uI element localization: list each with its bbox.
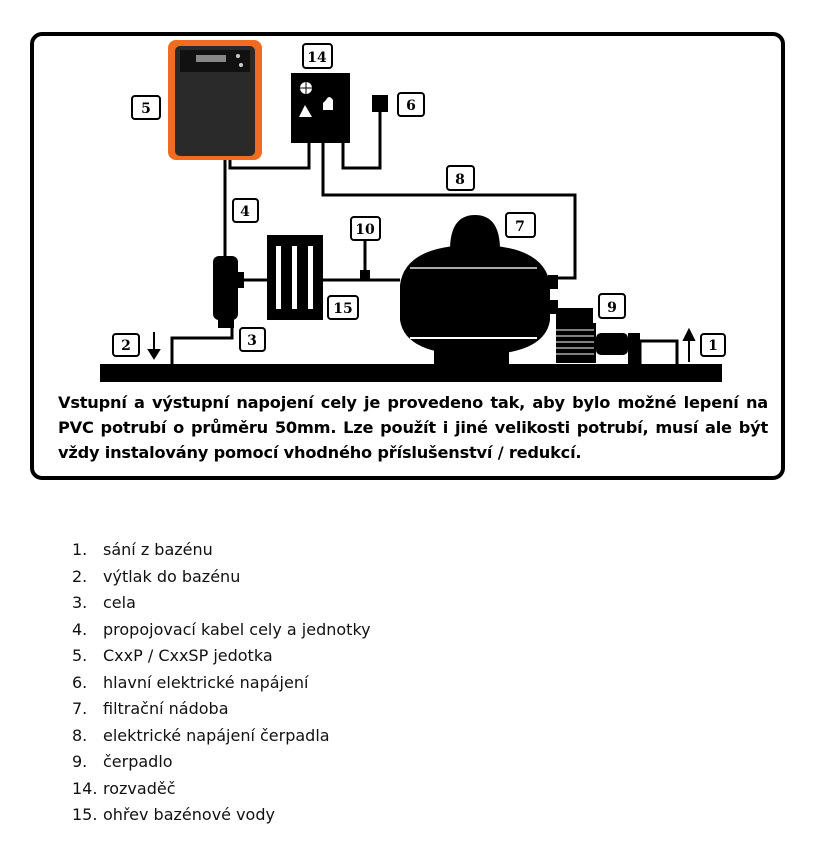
callout-8: 8 [446, 165, 475, 191]
callout-4: 4 [232, 198, 259, 223]
callout-9: 9 [598, 293, 626, 319]
list-item: 14.rozvaděč [72, 776, 371, 803]
callout-10: 10 [350, 216, 381, 241]
list-item: 5. CxxP / CxxSP jedotka [72, 643, 371, 670]
legend-list: 1. sání z bazénu 2. výtlak do bazénu 3. cel… [72, 537, 371, 829]
callout-14: 14 [302, 43, 333, 69]
svg-text:5: 5 [141, 101, 151, 117]
svg-text:2: 2 [121, 338, 131, 354]
item-text: výtlak do bazénu [103, 566, 241, 586]
item-number: 9. [72, 752, 88, 771]
list-item: 3. cela [72, 590, 371, 617]
list-item: 1. sání z bazénu [72, 537, 371, 564]
svg-text:1: 1 [708, 338, 718, 354]
item-number: 4. [72, 619, 88, 639]
filter-7 [400, 215, 558, 365]
svg-text:3: 3 [247, 333, 257, 349]
list-item: 6. hlavní elektrické napájení [72, 670, 371, 697]
svg-text:8: 8 [455, 172, 465, 188]
item-text: ohřev bazénové vody [103, 805, 275, 824]
sensor-10 [360, 270, 370, 280]
cable-8 [321, 142, 577, 280]
item-number: 7. [72, 699, 88, 718]
callout-5: 5 [131, 95, 161, 120]
cell-3 [213, 256, 244, 328]
list-item: 15. ohřev bazénové vody [72, 802, 371, 829]
item-text: rozvaděč [103, 778, 176, 798]
item-text: hlavní elektrické napájení [103, 672, 309, 692]
svg-text:9: 9 [607, 300, 617, 316]
item-number: 3. [72, 593, 88, 612]
svg-text:7: 7 [515, 219, 525, 235]
item-number: 8. [72, 725, 88, 745]
item-number: 14. [72, 778, 98, 798]
callout-6: 6 [397, 92, 425, 117]
item-number: 1. [72, 540, 88, 559]
item-number: 15. [72, 805, 98, 824]
list-item: 9. čerpadlo [72, 749, 371, 776]
item-number: 2. [72, 566, 88, 586]
installation-diagram: 1 2 3 4 5 6 7 8 9 10 14 15 [30, 32, 785, 480]
diagram-frame [30, 32, 785, 480]
list-item: 2. výtlak do bazénu [72, 564, 371, 591]
arrow-down-icon [147, 349, 161, 360]
arrow-up-icon [682, 327, 696, 341]
item-text: propojovací kabel cely a jednotky [103, 619, 371, 639]
ground-line [100, 364, 722, 382]
list-item: 4. propojovací kabel cely a jednotky [72, 617, 371, 644]
svg-text:4: 4 [240, 204, 250, 220]
heater-15 [267, 235, 323, 320]
item-text: filtrační nádoba [103, 699, 229, 718]
svg-text:14: 14 [307, 50, 327, 66]
list-item: 7. filtrační nádoba [72, 696, 371, 723]
callout-7: 7 [505, 212, 536, 238]
power-supply-6 [372, 95, 388, 112]
list-item: 8. elektrické napájení čerpadla [72, 723, 371, 750]
switchboard-14 [291, 73, 350, 143]
pump-9 [556, 308, 640, 365]
item-number: 5. [72, 646, 88, 665]
item-text: čerpadlo [103, 752, 173, 771]
item-text: elektrické napájení čerpadla [103, 725, 330, 745]
item-text: CxxP / CxxSP jedotka [103, 646, 273, 665]
installation-note: Vstupní a výstupní napojení cely je prov… [58, 393, 768, 462]
item-number: 6. [72, 672, 88, 692]
svg-text:15: 15 [333, 301, 352, 317]
svg-text:6: 6 [406, 98, 416, 114]
control-unit-5 [168, 40, 262, 160]
svg-text:10: 10 [355, 222, 375, 238]
callout-2: 2 [112, 333, 140, 357]
callout-1: 1 [700, 333, 726, 357]
callout-3: 3 [239, 327, 266, 352]
item-text: sání z bazénu [103, 540, 213, 559]
callout-15: 15 [327, 295, 359, 320]
callouts: 1 2 3 4 5 6 7 8 9 10 14 15 [112, 43, 726, 357]
item-text: cela [103, 593, 136, 612]
